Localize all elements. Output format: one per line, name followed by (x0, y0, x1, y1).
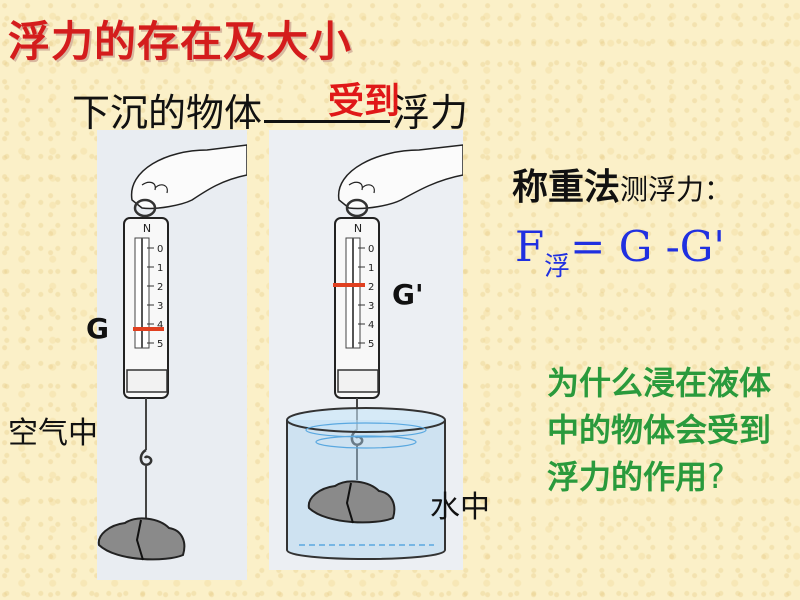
answer-blank (264, 82, 391, 123)
hand-icon (130, 144, 248, 210)
scale-number: 1 (157, 263, 163, 274)
hand-icon (338, 144, 464, 210)
scale-number: 1 (368, 263, 374, 274)
scale-in-water-illustration: N 0 1 2 3 4 5 (286, 144, 464, 560)
g-prime-reading-marker (333, 283, 365, 287)
question-text: 为什么浸在液体中的物体会受到浮力的作用? (547, 360, 777, 501)
scale-number: 2 (368, 282, 374, 293)
question-mark: ? (707, 457, 726, 497)
label-in-water: 水中 (430, 490, 490, 525)
label-g: G (86, 312, 109, 345)
photo-scale-in-water: N 0 1 2 3 4 5 (269, 130, 464, 570)
rock-icon (97, 517, 186, 561)
scale-number: 5 (157, 339, 163, 350)
scale-number: 0 (368, 244, 374, 255)
scale-letter: N (354, 222, 362, 235)
scale-number: 4 (368, 320, 374, 331)
scale-letter: N (143, 222, 151, 235)
scale-number: 3 (157, 301, 163, 312)
scale-number: 0 (157, 244, 163, 255)
fill-in-statement: 下沉的物体 浮力 (72, 82, 468, 137)
buoyancy-formula: F浮= G -G' (515, 222, 725, 282)
method-rest: 测浮力： (620, 173, 733, 206)
scale-in-air-illustration: N 0 1 2 3 4 5 (97, 144, 248, 561)
formula-subscript: 浮 (544, 252, 571, 282)
hook-icon (139, 448, 153, 466)
rock-icon (307, 480, 396, 524)
scale-number: 5 (368, 339, 374, 350)
label-in-air: 空气中 (8, 416, 98, 451)
page-title: 浮力的存在及大小 (8, 17, 353, 66)
method-heading: 称重法测浮力： (512, 158, 732, 210)
g-reading-marker (133, 327, 164, 331)
question-body: 为什么浸在液体中的物体会受到浮力的作用 (547, 364, 772, 496)
photo-scale-in-air: N 0 1 2 3 4 5 (97, 130, 248, 580)
statement-prefix: 下沉的物体 (72, 91, 263, 135)
formula-f: F (515, 222, 545, 271)
scale-number: 4 (157, 320, 163, 331)
label-g-prime: G' (392, 278, 424, 311)
scale-number: 3 (368, 301, 374, 312)
formula-rest: = G -G' (570, 222, 725, 271)
method-bold: 称重法 (512, 167, 621, 208)
statement-suffix: 浮力 (392, 91, 469, 135)
statement-answer: 受到 (328, 81, 401, 122)
scale-number: 2 (157, 282, 163, 293)
